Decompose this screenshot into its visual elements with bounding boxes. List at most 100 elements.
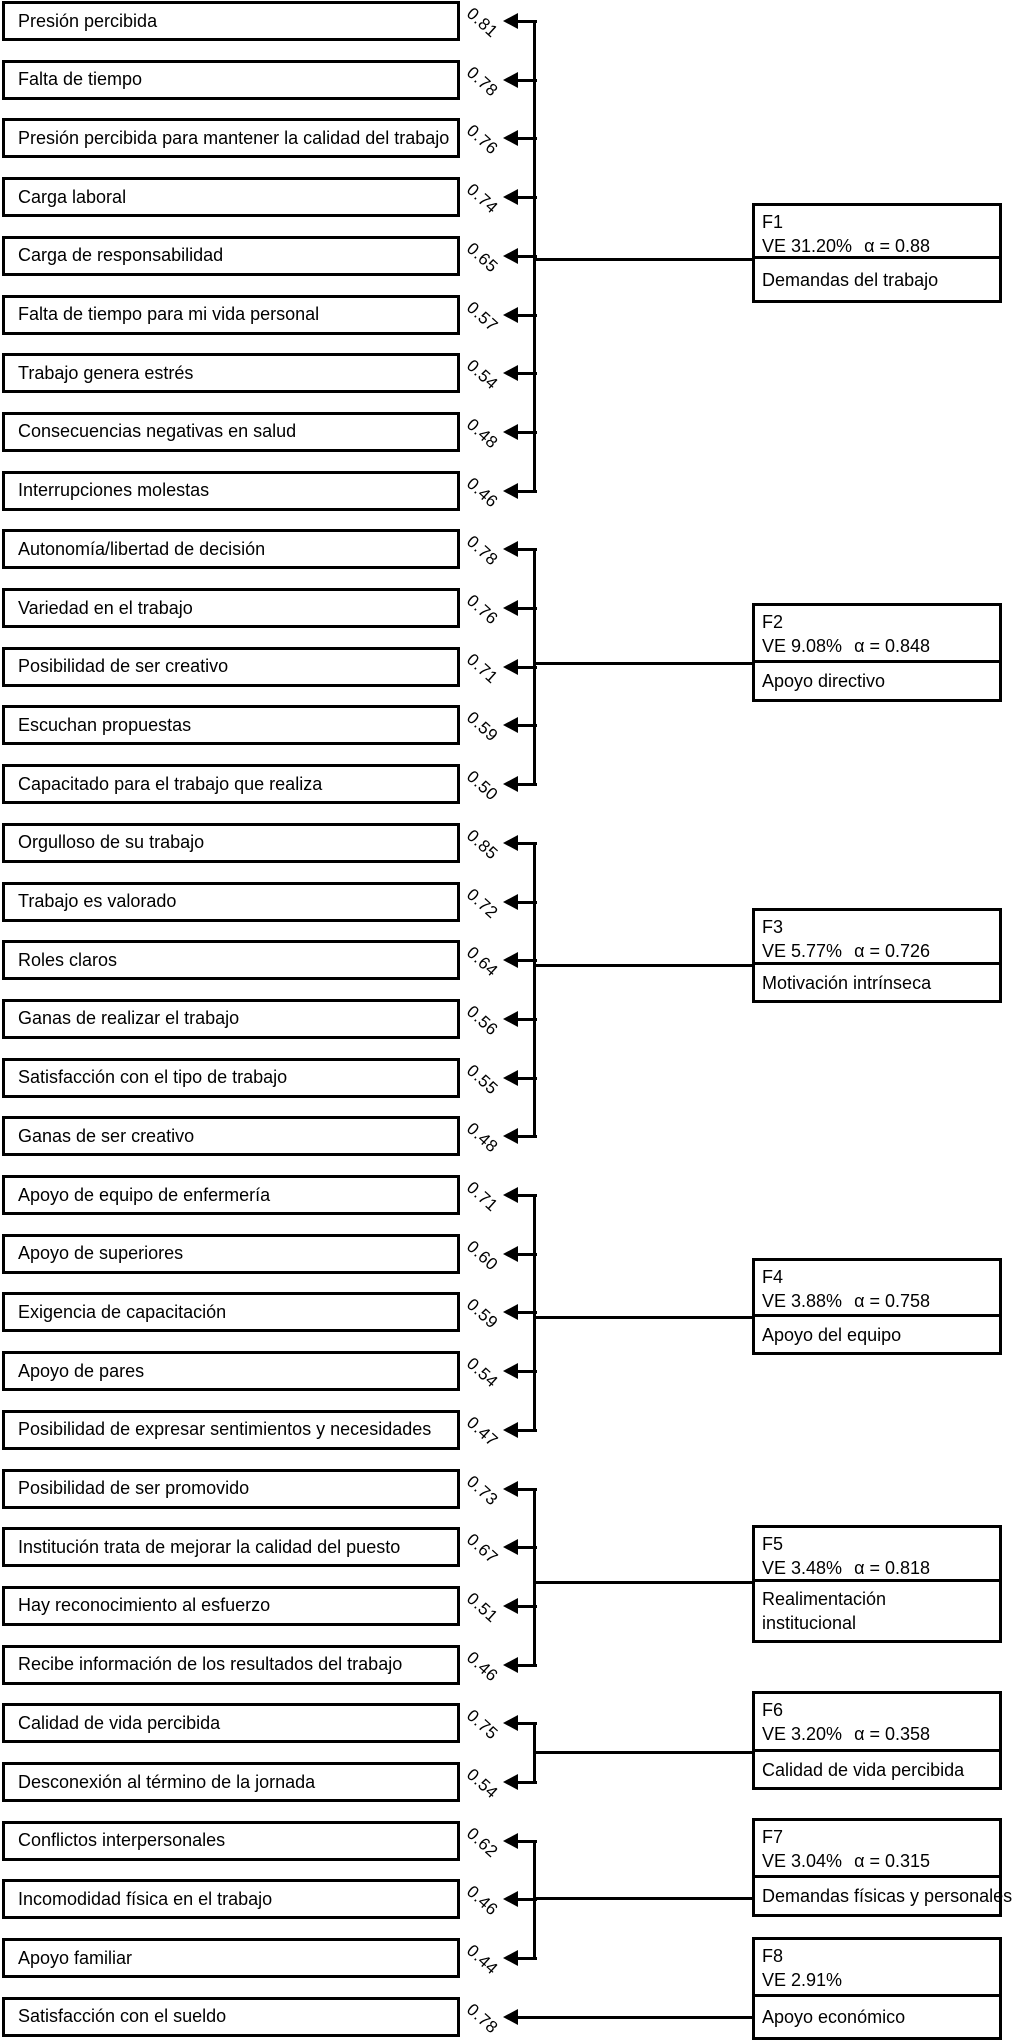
item-box: Ganas de realizar el trabajo	[2, 998, 460, 1039]
arrow-left-icon	[503, 1891, 518, 1908]
item-box: Trabajo es valorado	[2, 881, 460, 922]
item-label: Calidad de vida percibida	[18, 1712, 221, 1733]
item-label: Interrupciones molestas	[18, 480, 210, 501]
arrow-line	[516, 1487, 537, 1491]
loading-value: 0.46	[462, 1882, 502, 1920]
item-box: Institución trata de mejorar la calidad …	[2, 1527, 460, 1568]
item-box: Carga laboral	[2, 177, 460, 218]
item-label: Satisfacción con el sueldo	[18, 2006, 227, 2027]
arrow-left-icon	[503, 834, 518, 851]
loading-value: 0.46	[462, 1647, 502, 1686]
item-box: Ganas de ser creativo	[2, 1116, 460, 1157]
item-box: Autonomía/libertad de decisión	[2, 529, 460, 570]
factor-connector-line	[534, 258, 752, 261]
loading-value: 0.55	[462, 1060, 502, 1099]
arrow-left-icon	[503, 1715, 518, 1732]
arrow-line	[516, 665, 537, 669]
arrow-line	[516, 1252, 537, 1256]
item-label: Variedad en el trabajo	[18, 597, 193, 618]
factor-name-label: Demandas físicas y personales	[762, 1886, 1013, 1906]
item-label: Autonomía/libertad de decisión	[18, 538, 266, 559]
factor-ve: VE 5.77%	[762, 941, 843, 961]
item-label: Posibilidad de ser creativo	[18, 656, 229, 677]
arrow-line	[516, 1722, 537, 1726]
factor-name-label: Apoyo del equipo	[762, 1324, 902, 1345]
arrow-left-icon	[503, 1539, 518, 1556]
arrow-left-icon	[503, 365, 518, 382]
arrow-left-icon	[503, 1774, 518, 1790]
factor-stats: VE 9.08%α = 0.848	[762, 634, 999, 658]
arrow-left-icon	[503, 423, 518, 440]
arrow-line	[516, 841, 537, 845]
factor-alpha: α = 0.315	[854, 1851, 931, 1871]
loading-value: 0.56	[462, 1001, 502, 1040]
arrow-line	[516, 1017, 537, 1021]
arrow-line	[516, 1428, 537, 1432]
arrow-line	[516, 254, 537, 258]
loading-value: 0.47	[462, 1412, 502, 1451]
arrow-left-icon	[503, 717, 518, 734]
arrow-left-icon	[503, 13, 518, 29]
arrow-line	[516, 372, 537, 376]
arrow-left-icon	[503, 658, 518, 675]
factor-ve: VE 3.48%	[762, 1558, 843, 1578]
factor-connector-line	[534, 1316, 752, 1319]
factor-name-label: Calidad de vida percibida	[762, 1759, 965, 1780]
loading-value: 0.50	[462, 766, 502, 805]
arrow-left-icon	[503, 893, 518, 910]
loading-value: 0.76	[462, 590, 502, 629]
item-box: Escuchan propuestas	[2, 705, 460, 746]
bracket-line	[533, 1487, 536, 1667]
item-label: Incomodidad física en el trabajo	[18, 1888, 273, 1909]
factor-alpha: α = 0.88	[864, 236, 931, 256]
factor-ve: VE 9.08%	[762, 636, 843, 656]
item-box: Orgulloso de su trabajo	[2, 822, 460, 863]
item-box: Desconexión al término de la jornada	[2, 1762, 460, 1802]
item-label: Ganas de realizar el trabajo	[18, 1008, 240, 1029]
factor-name-label: Realimentación institucional	[762, 1589, 887, 1633]
factor-alpha: α = 0.726	[854, 941, 931, 961]
loading-value: 0.72	[462, 884, 502, 922]
loading-value: 0.67	[462, 1530, 502, 1568]
item-label: Consecuencias negativas en salud	[18, 421, 297, 442]
loading-value: 0.71	[462, 649, 502, 688]
item-label: Capacitado para el trabajo que realiza	[18, 773, 323, 794]
factor-name-label: Motivación intrínseca	[762, 972, 932, 993]
item-box: Conflictos interpersonales	[2, 1820, 460, 1861]
loading-value: 0.54	[462, 1353, 502, 1392]
bracket-line	[533, 548, 536, 787]
item-box: Falta de tiempo para mi vida personal	[2, 294, 460, 335]
factor-ve: VE 2.91%	[762, 1970, 843, 1990]
item-label: Recibe información de los resultados del…	[18, 1654, 403, 1675]
factor-ve: VE 3.88%	[762, 1291, 843, 1311]
arrow-line	[516, 1076, 537, 1080]
arrow-left-icon	[503, 482, 518, 499]
item-label: Orgulloso de su trabajo	[18, 832, 205, 853]
item-label: Trabajo es valorado	[18, 891, 177, 911]
arrow-line	[516, 1370, 537, 1374]
loading-value: 0.62	[462, 1823, 502, 1862]
item-label: Carga laboral	[18, 186, 127, 207]
item-box: Recibe información de los resultados del…	[2, 1644, 460, 1685]
loading-value: 0.75	[462, 1706, 502, 1744]
item-box: Incomodidad física en el trabajo	[2, 1879, 460, 1920]
factor-stats: VE 3.20%α = 0.358	[762, 1722, 999, 1746]
arrow-left-icon	[503, 1656, 518, 1673]
arrow-line	[516, 1839, 537, 1843]
item-box: Presión percibida para mantener la calid…	[2, 118, 460, 159]
item-label: Posibilidad de expresar sentimientos y n…	[18, 1419, 432, 1440]
bracket-line	[533, 1194, 536, 1432]
loading-value: 0.78	[462, 1999, 502, 2038]
item-label: Apoyo de pares	[18, 1360, 145, 1381]
arrow-line	[516, 783, 537, 787]
factor-ve: VE 31.20%	[762, 236, 853, 256]
factor-alpha: α = 0.358	[854, 1724, 931, 1744]
item-label: Falta de tiempo para mi vida personal	[18, 304, 320, 324]
item-label: Satisfacción con el tipo de trabajo	[18, 1067, 288, 1088]
